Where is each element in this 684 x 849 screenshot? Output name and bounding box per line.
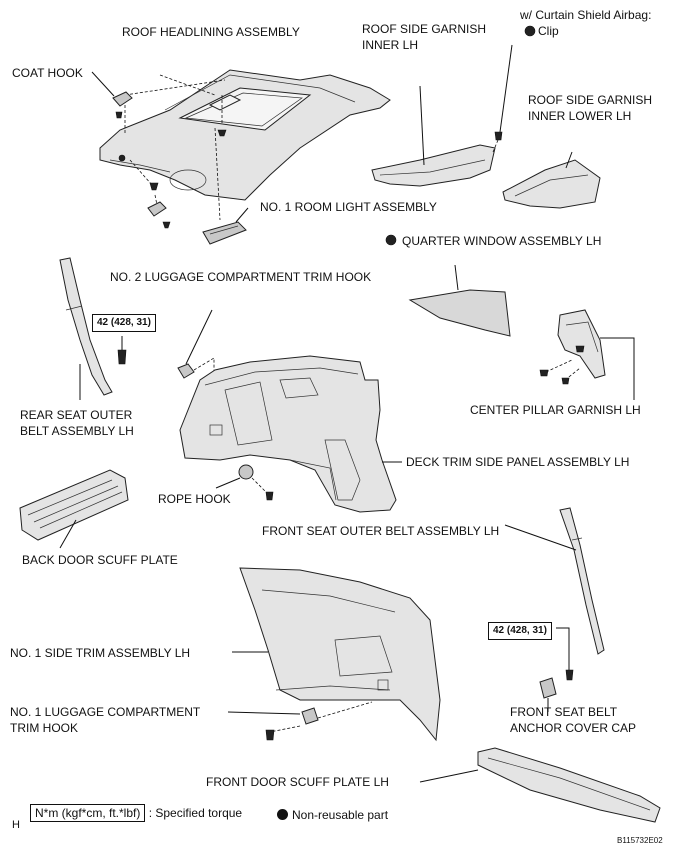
label-luggage-trim-hook-1-2: TRIM HOOK bbox=[10, 721, 78, 735]
luggage-trim-hook-1-drawing bbox=[227, 701, 373, 741]
rope-hook-drawing bbox=[215, 464, 274, 501]
legend-nonreusable-row: Non-reusable part bbox=[277, 808, 388, 822]
side-trim-drawing bbox=[232, 567, 441, 742]
room-light-drawing bbox=[202, 207, 249, 245]
back-door-scuff-drawing bbox=[19, 469, 129, 549]
nonreusable-markers bbox=[385, 25, 536, 246]
nonreusable-dot-icon bbox=[277, 809, 288, 820]
label-rear-seat-belt-1: REAR SEAT OUTER bbox=[20, 408, 133, 422]
label-roof-side-garnish-lower-2: INNER LOWER LH bbox=[528, 109, 632, 123]
legend-torque-desc: : Specified torque bbox=[148, 806, 243, 820]
label-deck-trim: DECK TRIM SIDE PANEL ASSEMBLY LH bbox=[406, 455, 630, 469]
roof-headlining-drawing bbox=[99, 69, 391, 221]
label-roof-headlining: ROOF HEADLINING ASSEMBLY bbox=[122, 25, 300, 39]
front-seat-belt-drawing bbox=[504, 507, 605, 681]
label-rear-seat-belt-2: BELT ASSEMBLY LH bbox=[20, 424, 134, 438]
label-roof-side-garnish-lower-1: ROOF SIDE GARNISH bbox=[528, 93, 653, 107]
legend-nonreusable-text: Non-reusable part bbox=[292, 808, 389, 822]
center-pillar-drawing bbox=[539, 309, 635, 400]
label-roof-side-garnish-inner-1: ROOF SIDE GARNISH bbox=[362, 22, 487, 36]
label-anchor-cover-1: FRONT SEAT BELT bbox=[510, 705, 618, 719]
anchor-cover-drawing bbox=[539, 677, 557, 712]
label-side-trim: NO. 1 SIDE TRIM ASSEMBLY LH bbox=[10, 646, 191, 660]
label-rope-hook: ROPE HOOK bbox=[158, 492, 231, 506]
label-coat-hook: COAT HOOK bbox=[12, 66, 83, 80]
roof-side-garnish-lower-drawing bbox=[502, 151, 601, 209]
figure-id: B115732E02 bbox=[617, 836, 663, 845]
coat-hook-drawing bbox=[91, 71, 133, 119]
rear-seat-belt-drawing bbox=[59, 257, 127, 400]
coat-hook-lower-drawing bbox=[147, 201, 171, 229]
label-back-door-scuff: BACK DOOR SCUFF PLATE bbox=[22, 553, 178, 567]
label-roof-side-garnish-inner-2: INNER LH bbox=[362, 38, 419, 52]
front-door-scuff-drawing bbox=[419, 747, 661, 823]
quarter-window-drawing bbox=[408, 264, 511, 337]
label-clip: Clip bbox=[538, 24, 559, 38]
label-curtain-note: w/ Curtain Shield Airbag: bbox=[520, 8, 652, 22]
label-quarter-window: QUARTER WINDOW ASSEMBLY LH bbox=[402, 234, 602, 248]
deck-trim-panel-drawing bbox=[179, 355, 402, 513]
torque-front-belt: 42 (428, 31) bbox=[488, 622, 552, 640]
label-front-door-scuff: FRONT DOOR SCUFF PLATE LH bbox=[206, 775, 389, 789]
label-luggage-trim-hook-2: NO. 2 LUGGAGE COMPARTMENT TRIM HOOK bbox=[110, 270, 372, 284]
label-center-pillar: CENTER PILLAR GARNISH LH bbox=[470, 403, 641, 417]
luggage-trim-hook-2-drawing bbox=[177, 309, 215, 380]
legend-torque-box: N*m (kgf*cm, ft.*lbf) bbox=[30, 804, 146, 822]
label-anchor-cover-2: ANCHOR COVER CAP bbox=[510, 721, 637, 735]
legend-corner-letter: H bbox=[12, 819, 20, 831]
label-room-light: NO. 1 ROOM LIGHT ASSEMBLY bbox=[260, 200, 437, 214]
label-luggage-trim-hook-1-1: NO. 1 LUGGAGE COMPARTMENT bbox=[10, 705, 201, 719]
label-front-seat-belt: FRONT SEAT OUTER BELT ASSEMBLY LH bbox=[262, 524, 500, 538]
legend-torque-row: N*m (kgf*cm, ft.*lbf) : Specified torque bbox=[30, 804, 243, 822]
roof-side-garnish-inner-drawing bbox=[371, 44, 513, 187]
torque-rear-belt: 42 (428, 31) bbox=[92, 314, 156, 332]
